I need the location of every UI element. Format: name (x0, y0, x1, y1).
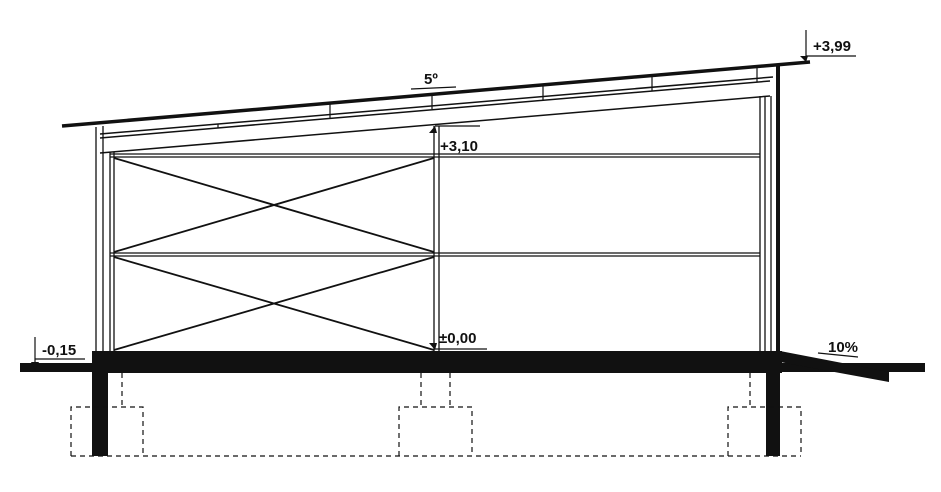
level-ridge-label: +3,99 (813, 38, 851, 55)
entrance-ramp (780, 351, 889, 382)
level-triangle-icon (31, 362, 39, 370)
level-ground-label: -0,15 (42, 342, 76, 359)
level-triangle-icon (429, 126, 437, 133)
purlin-line (99, 76, 774, 135)
ramp-slope-label: 10% (828, 339, 858, 356)
footings (70, 373, 802, 457)
level-triangle-icon (800, 56, 808, 62)
foundation-wall-right (766, 372, 780, 456)
purlins (217, 68, 758, 128)
level-triangle-icon (429, 343, 437, 350)
cross-bracing (113, 157, 435, 351)
wall-rails (110, 153, 760, 257)
beam-top (99, 80, 771, 139)
right-wall (776, 66, 780, 352)
right-column (759, 96, 772, 352)
beam-bottom (99, 95, 771, 154)
middle-column (433, 126, 440, 352)
ground-line (20, 363, 925, 372)
left-wall (95, 126, 115, 352)
level-floor-label: ±0,00 (439, 330, 476, 347)
roof-pitch-label: 5º (424, 71, 438, 88)
foundation-wall-left (92, 372, 108, 456)
level-markers (34, 30, 859, 368)
roof-sheet (61, 60, 811, 128)
level-eaves-label: +3,10 (440, 138, 478, 155)
